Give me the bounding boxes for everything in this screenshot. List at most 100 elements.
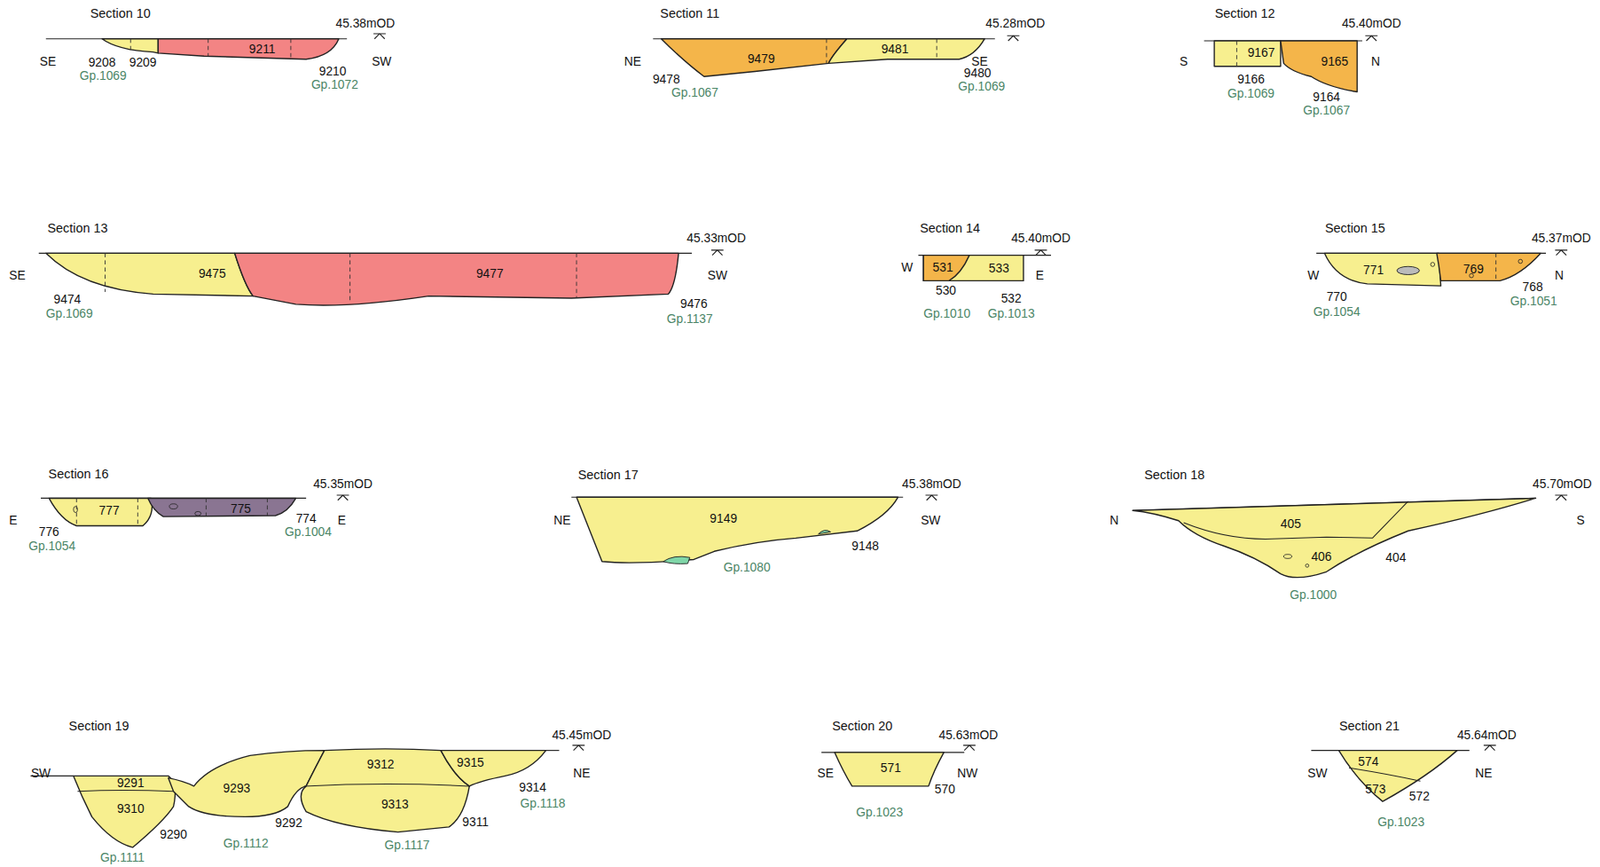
callout-number: 9209 (129, 55, 157, 69)
context-fill: 9211 (247, 41, 278, 56)
group-number: Gp.1069 (1227, 87, 1275, 101)
context-fill: 571 (878, 760, 904, 775)
section-outline (195, 510, 202, 516)
section-outline (168, 750, 325, 817)
context-fill: 9477 (474, 266, 506, 281)
callout-number: 9476 (680, 298, 708, 311)
group-number: Gp.1069 (79, 69, 127, 82)
callout-number: E (8, 514, 17, 527)
section-outline (1483, 745, 1497, 751)
group-number: Gp.1111 (100, 851, 145, 864)
callout-number: 9164 (1312, 90, 1341, 103)
callout-number: 9314 (518, 780, 547, 793)
section-outline (576, 252, 578, 299)
section-outline (300, 748, 470, 832)
callout-number: 45.70mOD (1532, 477, 1593, 490)
section-outline (1338, 750, 1457, 802)
callout-number: 45.38mOD (901, 477, 962, 490)
context-number: 9291 (117, 775, 145, 790)
group-number: Gp.1080 (723, 561, 771, 574)
context-fill: 9479 (745, 52, 777, 67)
callout-number: 9292 (274, 815, 303, 829)
section-title: Section 11 (659, 7, 720, 21)
group-number: Gp.1067 (671, 86, 719, 100)
section-outline (349, 252, 351, 303)
section-outline (1280, 40, 1357, 93)
section-outline (818, 530, 832, 534)
drawing-group (31, 39, 1547, 777)
callout-number: NE (624, 54, 642, 68)
context-fill: 9475 (196, 266, 228, 281)
context-number: 9475 (198, 266, 227, 281)
context-fill: 9291 (115, 775, 147, 790)
context-number: 9293 (223, 780, 251, 795)
section-outline (337, 494, 350, 501)
callout-number: SE (971, 54, 988, 68)
context-number: 531 (933, 259, 954, 275)
section-outline (157, 39, 339, 60)
callout-number: 768 (1522, 280, 1544, 293)
callout-number: 530 (935, 284, 957, 298)
callout-number: NE (1474, 766, 1492, 779)
callout-number: 9166 (1237, 73, 1265, 87)
group-number: Gp.1013 (988, 306, 1036, 320)
section-outline (101, 39, 158, 54)
callout-number: 45.38mOD (335, 17, 395, 31)
callout-number: SW (920, 514, 941, 527)
context-number: 9312 (367, 757, 395, 772)
context-fill: 9167 (1245, 46, 1277, 61)
callout-number: 45.63mOD (938, 728, 998, 741)
context-number: 9477 (476, 266, 504, 281)
context-fill: 533 (987, 261, 1012, 276)
callout-number: 570 (934, 782, 956, 795)
section-outline (1349, 767, 1421, 781)
section-outline (169, 503, 178, 510)
context-fill: 573 (1363, 781, 1389, 796)
section-outline (1436, 252, 1541, 281)
group-number: Gp.1117 (384, 839, 431, 852)
callout-number: N (1109, 514, 1119, 527)
section-outline (825, 39, 827, 64)
section-outline (77, 789, 173, 791)
group-number: Gp.1069 (957, 80, 1005, 94)
section-outline (711, 250, 724, 256)
callout-number: 45.40mOD (1011, 231, 1071, 244)
section-outline (1283, 554, 1292, 559)
section-outline (137, 497, 139, 526)
section-outline (130, 39, 132, 53)
section-outline (1007, 35, 1020, 41)
group-number: Gp.1004 (284, 525, 332, 539)
section-outline (828, 39, 985, 64)
callout-number: 45.40mOD (1341, 17, 1402, 31)
context-fill: 775 (228, 501, 254, 516)
callout-number: 45.37mOD (1531, 231, 1592, 244)
section-outline (925, 494, 939, 501)
section-outline (1236, 40, 1238, 67)
callout-number: E (337, 514, 346, 527)
context-number: 777 (99, 502, 120, 518)
section-outline (963, 745, 976, 751)
callout-number: NW (956, 766, 978, 779)
group-number: Gp.1112 (223, 836, 269, 849)
callout-number: SW (1307, 766, 1327, 779)
callout-number: 9208 (88, 55, 117, 69)
callout-number: 776 (39, 525, 60, 539)
section-outline (1305, 564, 1310, 568)
section-title: Section 18 (1144, 469, 1205, 482)
context-number: 9310 (117, 800, 145, 816)
context-number: 9165 (1321, 54, 1350, 69)
section-outline (546, 749, 560, 751)
section-outline (304, 784, 470, 786)
drawing-group (337, 33, 1569, 751)
section-outline (936, 39, 938, 60)
group-number: Gp.1023 (855, 806, 903, 819)
section-title: Section 15 (1325, 222, 1386, 236)
callout-number: 9474 (54, 292, 82, 306)
context-fill: 9149 (707, 510, 739, 526)
callout-number: SW (707, 269, 728, 283)
callout-number: 9311 (462, 815, 489, 828)
callout-number: 9148 (851, 540, 879, 553)
section-outline (148, 497, 297, 517)
context-number: 9479 (747, 52, 776, 67)
section-outline (104, 252, 106, 292)
